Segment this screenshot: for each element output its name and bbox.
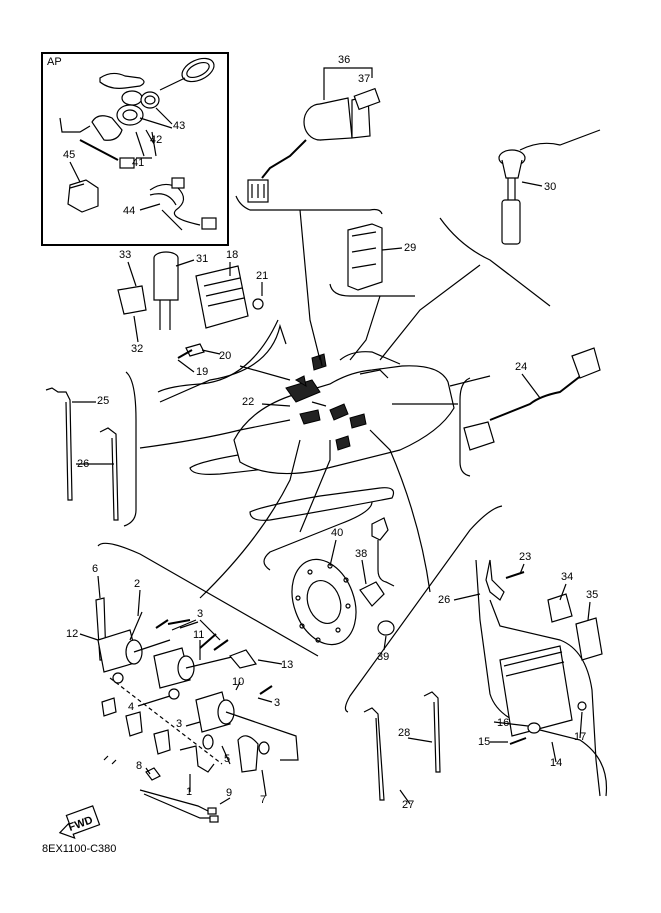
choke-switch-illustration (439, 129, 601, 307)
inset-box (41, 52, 229, 246)
callout-39: 39 (377, 651, 389, 663)
snowmobile-illustration (189, 351, 491, 521)
callout-44: 44 (123, 205, 135, 217)
connector-block-illustration (329, 223, 415, 297)
callout-28: 28 (398, 727, 410, 739)
regulator-cdi-illustration (117, 251, 279, 393)
callout-13: 13 (281, 659, 293, 671)
main-switch-illustration (235, 67, 383, 215)
callout-11: 11 (193, 629, 204, 641)
wire-lead-illustration (463, 347, 601, 451)
inset-label: AP (47, 56, 62, 68)
callout-9: 9 (226, 787, 232, 799)
callout-32: 32 (131, 343, 143, 355)
callout-4: 4 (128, 701, 134, 713)
callout-14: 14 (550, 757, 562, 769)
callout-12: 12 (66, 628, 78, 640)
cable-ties-illustration (45, 387, 441, 801)
callout-45: 45 (63, 149, 75, 161)
callout-2: 2 (134, 578, 140, 590)
callout-22: 22 (242, 396, 254, 408)
callout-18: 18 (226, 249, 238, 261)
fwd-arrow: FWD (58, 805, 101, 840)
callout-36: 36 (338, 54, 350, 66)
callout-3-right: 3 (274, 697, 280, 709)
callout-20: 20 (219, 350, 231, 362)
callout-19: 19 (196, 366, 208, 378)
harness-box-illustration (475, 559, 608, 797)
callout-31: 31 (196, 253, 208, 265)
callout-27: 27 (402, 799, 414, 811)
region-brackets (97, 323, 503, 713)
callout-10: 10 (232, 676, 244, 688)
callout-26-right: 26 (438, 594, 450, 606)
callout-24: 24 (515, 361, 527, 373)
ignition-key-illustration (59, 57, 217, 231)
callout-5: 5 (224, 753, 230, 765)
callout-3-mid: 3 (176, 718, 182, 730)
ignition-coils-illustration (95, 597, 299, 823)
callout-3-top: 3 (197, 608, 203, 620)
callout-38: 38 (355, 548, 367, 560)
drawing-code: 8EX1100-C380 (42, 843, 116, 855)
callout-30: 30 (544, 181, 556, 193)
callout-41: 41 (132, 157, 144, 169)
callout-1: 1 (186, 786, 192, 798)
callout-33: 33 (119, 249, 131, 261)
callout-23: 23 (519, 551, 531, 563)
callout-15: 15 (478, 736, 490, 748)
callout-43: 43 (173, 120, 185, 132)
callout-leaders (69, 107, 591, 805)
callout-37: 37 (358, 73, 370, 85)
callout-6: 6 (92, 563, 98, 575)
leader-lines (139, 209, 481, 599)
callout-25: 25 (97, 395, 109, 407)
callout-7: 7 (260, 794, 266, 806)
callout-34: 34 (561, 571, 573, 583)
callout-21: 21 (256, 270, 268, 282)
callout-40: 40 (331, 527, 343, 539)
stator-illustration (291, 517, 395, 646)
callout-29: 29 (404, 242, 416, 254)
callout-35: 35 (586, 589, 598, 601)
callout-8: 8 (136, 760, 142, 772)
